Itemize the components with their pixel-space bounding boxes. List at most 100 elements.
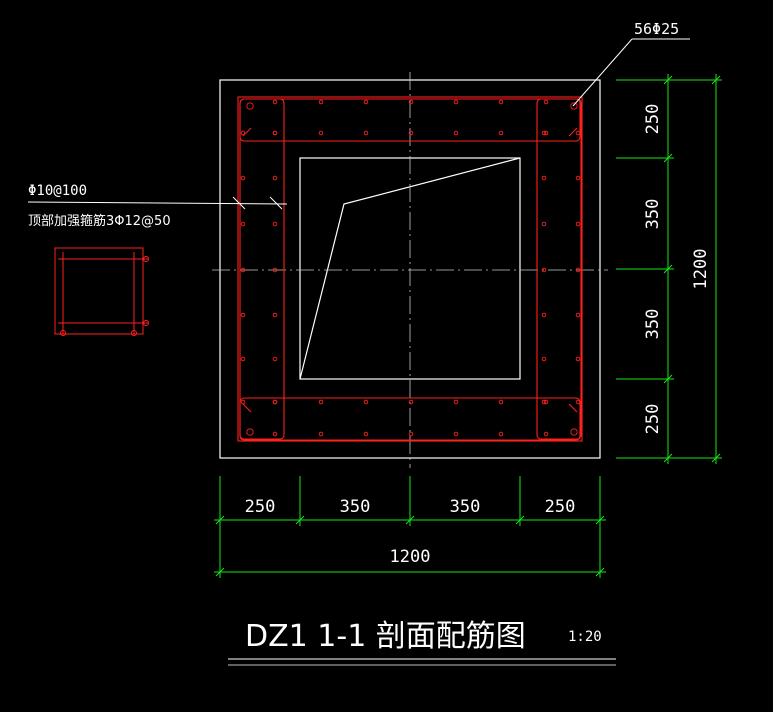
dim-h-1: 250 bbox=[245, 497, 276, 517]
rebar-dot bbox=[246, 102, 254, 110]
rebar-dot bbox=[272, 267, 278, 273]
drawing-scale: 1:20 bbox=[568, 629, 602, 645]
rebar-dot bbox=[543, 431, 549, 437]
stirrup-tick bbox=[269, 196, 283, 210]
rebar-dot bbox=[363, 130, 369, 136]
rebar-dot bbox=[272, 130, 278, 136]
rebar-dot bbox=[575, 399, 581, 405]
rebar-dot bbox=[363, 99, 369, 105]
rebar-dot bbox=[498, 431, 504, 437]
rebar-dot bbox=[240, 399, 246, 405]
rebar-dot bbox=[541, 399, 547, 405]
dim-h-4: 250 bbox=[545, 497, 576, 517]
dim-tick bbox=[595, 567, 605, 577]
rebar-dot bbox=[575, 221, 581, 227]
dim-tick bbox=[295, 515, 305, 525]
rebar-dot bbox=[453, 431, 459, 437]
break-line bbox=[299, 157, 521, 380]
rebar-dot bbox=[408, 431, 414, 437]
rebar-dot bbox=[408, 99, 414, 105]
rebar-dot bbox=[498, 99, 504, 105]
detail-hook bbox=[143, 320, 149, 326]
rebar-dot bbox=[498, 130, 504, 136]
dim-tick bbox=[405, 515, 415, 525]
rebar-dot bbox=[408, 399, 414, 405]
dim-v-total: 1200 bbox=[691, 249, 711, 290]
rebar-dot bbox=[240, 267, 246, 273]
rebar-dot bbox=[272, 399, 278, 405]
rebar-dot bbox=[246, 428, 254, 436]
rebar-dot bbox=[408, 130, 414, 136]
rebar-dot bbox=[453, 99, 459, 105]
rebar-leader bbox=[572, 38, 633, 107]
rebar-dot bbox=[363, 431, 369, 437]
dim-v-2: 350 bbox=[643, 199, 663, 230]
stirrup-tick bbox=[232, 196, 246, 210]
rebar-dot bbox=[575, 312, 581, 318]
left-tie bbox=[239, 98, 285, 440]
rebar-dot bbox=[541, 356, 547, 362]
rebar-dot bbox=[363, 399, 369, 405]
dim-tick bbox=[711, 75, 721, 85]
hook bbox=[568, 127, 578, 137]
top-stirrup-label: 顶部加强箍筋3Φ12@50 bbox=[28, 213, 171, 229]
dim-tick bbox=[663, 153, 673, 163]
drawing-title: DZ1 1-1 剖面配筋图 bbox=[245, 619, 526, 654]
rebar-dot bbox=[541, 175, 547, 181]
rebar-dots bbox=[240, 99, 581, 437]
dim-tick bbox=[595, 515, 605, 525]
rebar-dot bbox=[240, 356, 246, 362]
dim-tick bbox=[215, 515, 225, 525]
stirrup-label: Φ10@100 bbox=[28, 183, 87, 199]
rebar-dot bbox=[570, 102, 578, 110]
detail-hook bbox=[60, 330, 66, 336]
dim-v-1: 250 bbox=[643, 104, 663, 135]
rebar-dot bbox=[541, 221, 547, 227]
outer-stirrup bbox=[237, 96, 583, 442]
rebar-dot bbox=[575, 267, 581, 273]
rebar-dot bbox=[318, 431, 324, 437]
vertical-dimensions bbox=[616, 74, 722, 464]
rebar-dot bbox=[453, 399, 459, 405]
rebar-dot bbox=[272, 221, 278, 227]
dim-tick bbox=[215, 567, 225, 577]
rebar-dot bbox=[272, 99, 278, 105]
dim-h-2: 350 bbox=[340, 497, 371, 517]
rebar-dot bbox=[453, 130, 459, 136]
rebar-dot bbox=[318, 399, 324, 405]
dim-tick bbox=[711, 453, 721, 463]
rebar-dot bbox=[240, 312, 246, 318]
detail-outline bbox=[54, 247, 144, 335]
rebar-dot bbox=[498, 399, 504, 405]
right-tie bbox=[536, 98, 582, 440]
dim-v-4: 250 bbox=[643, 404, 663, 435]
dim-tick bbox=[663, 264, 673, 274]
stirrup-leader bbox=[27, 201, 288, 205]
dim-h-total: 1200 bbox=[390, 547, 431, 567]
rebar-dot bbox=[318, 130, 324, 136]
detail-hook bbox=[143, 256, 149, 262]
hook bbox=[242, 403, 252, 413]
rebar-dot bbox=[240, 130, 246, 136]
rebar-dot bbox=[575, 175, 581, 181]
rebar-dot bbox=[272, 356, 278, 362]
rebar-dot bbox=[541, 267, 547, 273]
dim-tick bbox=[663, 75, 673, 85]
dim-v-3: 350 bbox=[643, 309, 663, 340]
rebar-dot bbox=[541, 130, 547, 136]
dim-tick bbox=[663, 453, 673, 463]
stirrup-detail bbox=[54, 247, 149, 336]
rebar-dot bbox=[575, 130, 581, 136]
rebar-main-label: 56Φ25 bbox=[634, 20, 679, 38]
rebar-dot bbox=[318, 99, 324, 105]
rebar-dot bbox=[541, 312, 547, 318]
rebar-dot bbox=[543, 99, 549, 105]
rebar-dot bbox=[240, 221, 246, 227]
rebar-dot bbox=[543, 130, 549, 136]
rebar-dot bbox=[272, 312, 278, 318]
rebar-dot bbox=[240, 175, 246, 181]
dim-h-3: 350 bbox=[450, 497, 481, 517]
detail-hook bbox=[131, 330, 137, 336]
dim-tick bbox=[663, 374, 673, 384]
